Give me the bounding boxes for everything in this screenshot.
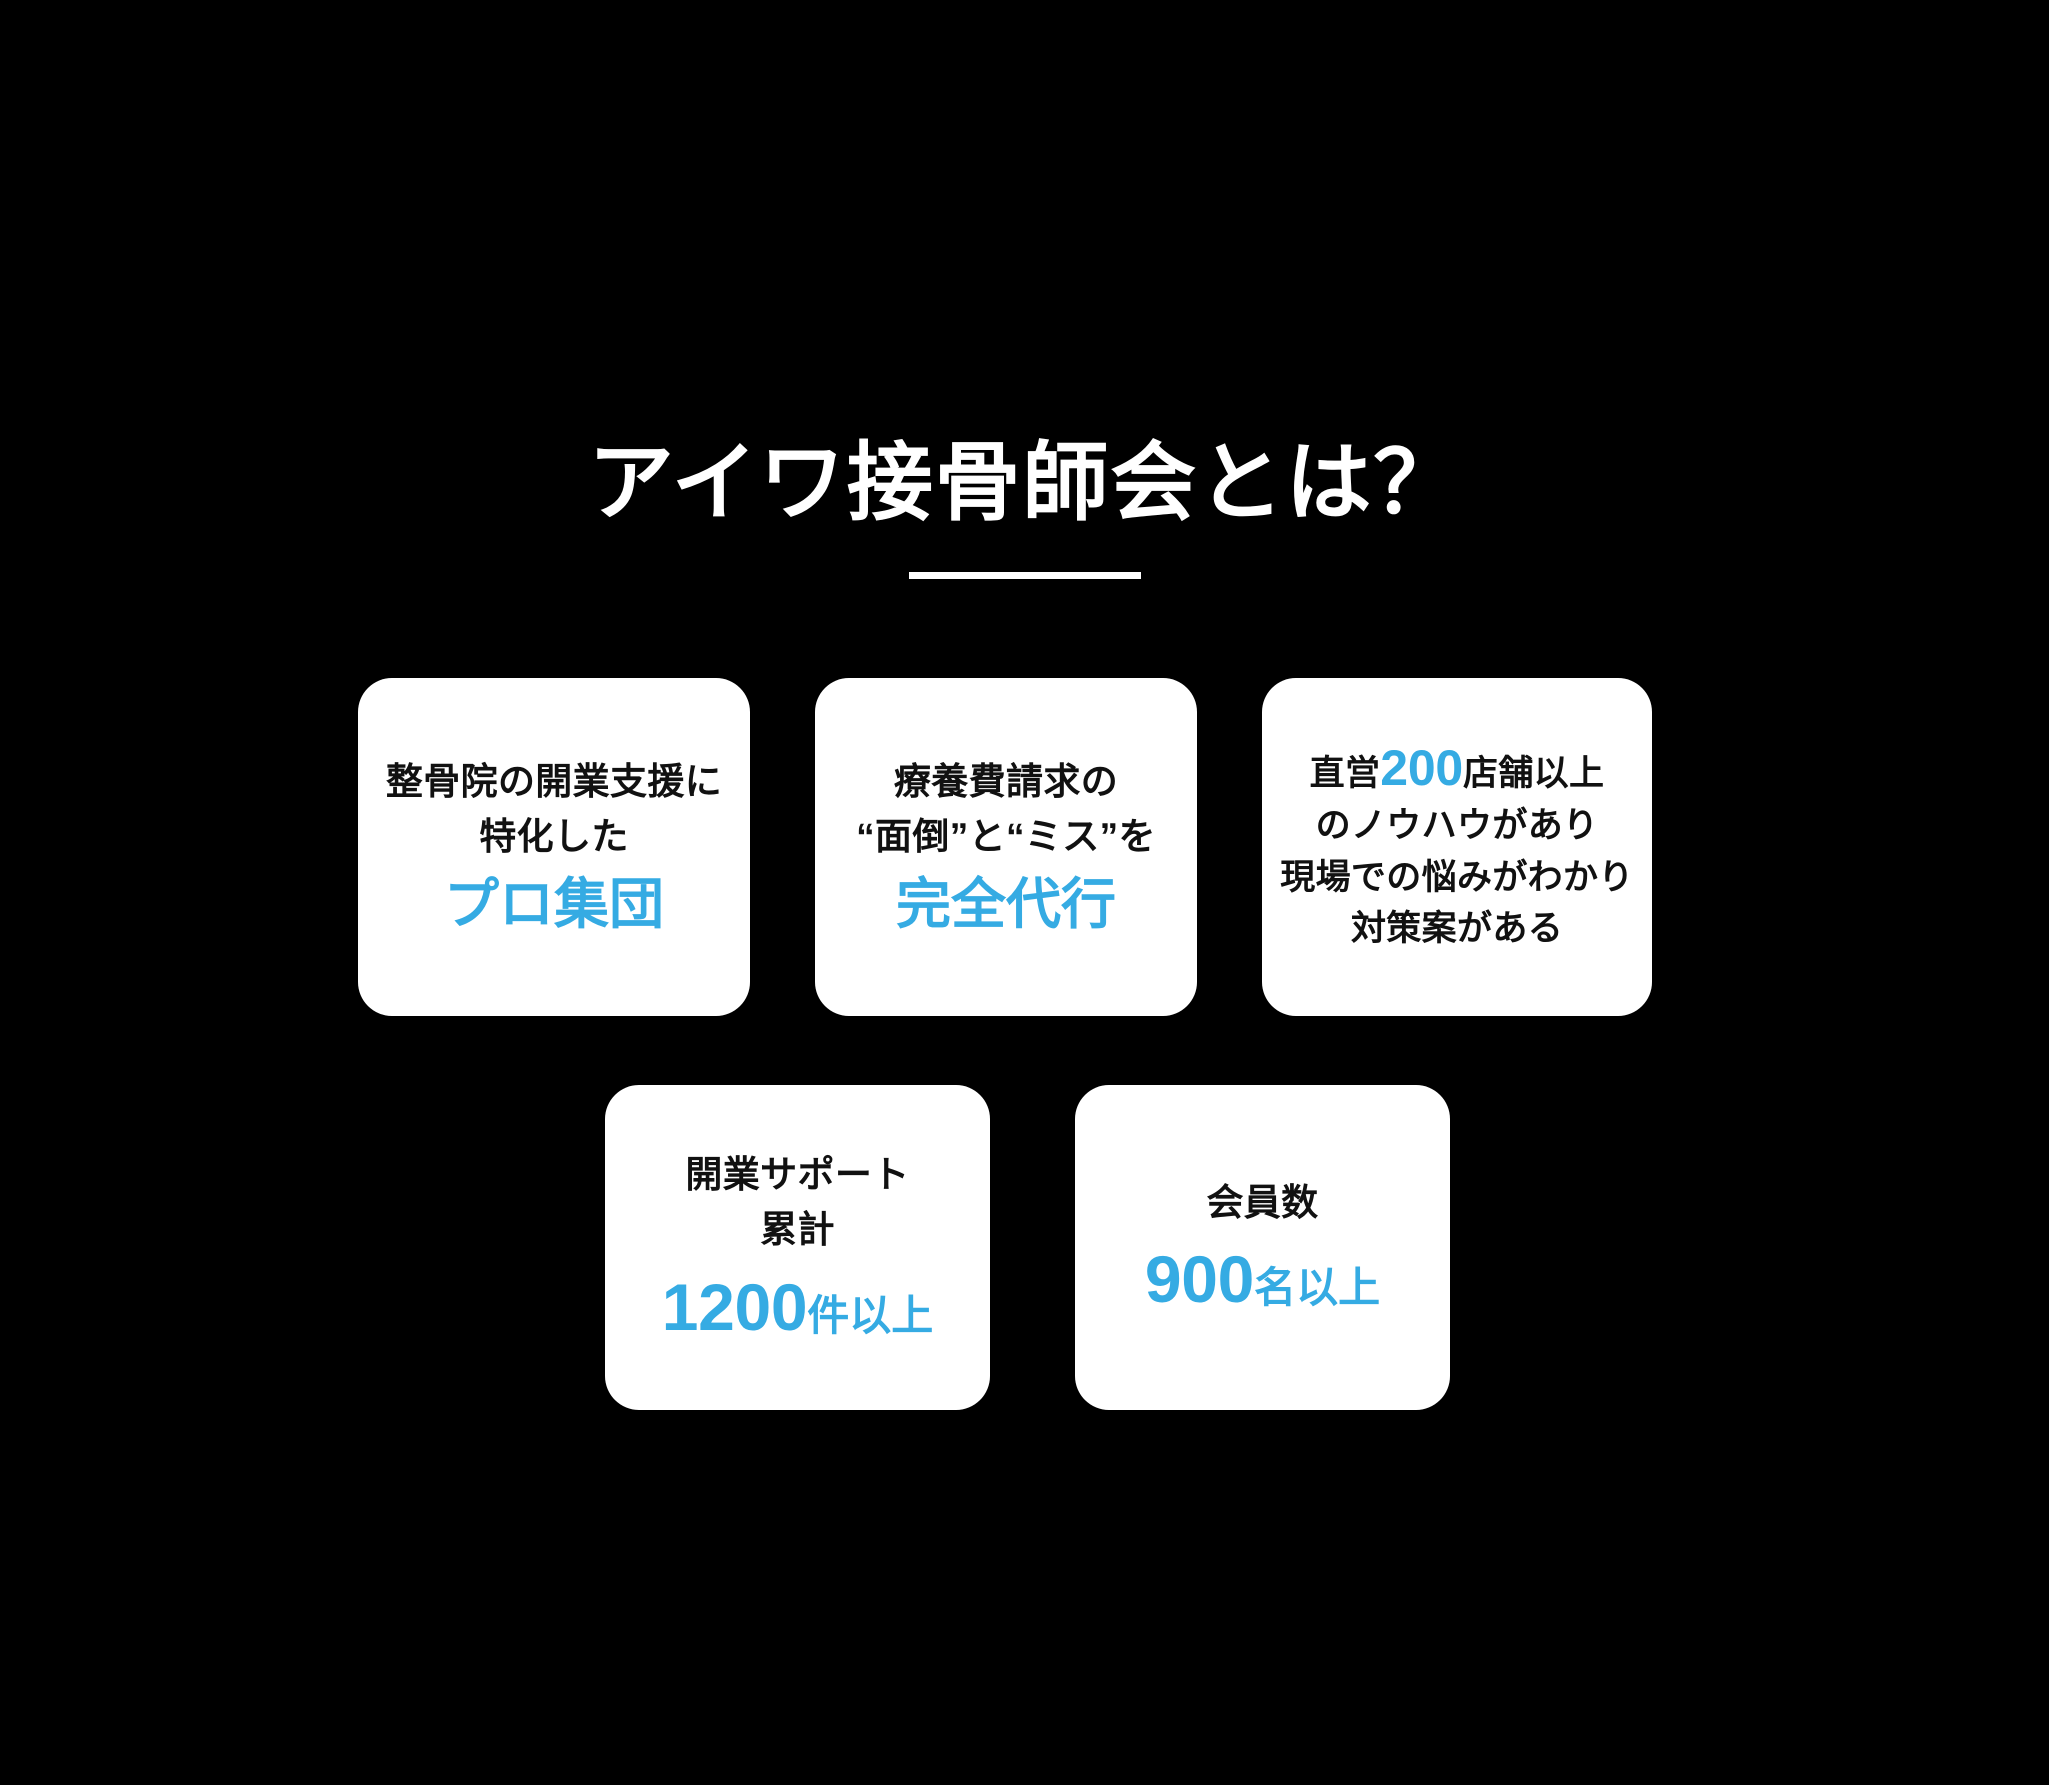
stat-number: 1200 [661,1269,808,1344]
card-line-4: 対策案がある [1350,909,1564,949]
card-line-1: 療養費請求の [893,760,1119,802]
page-title: アイワ接骨師会とは？ [588,435,1461,531]
card-line-2: 累計 [760,1208,835,1250]
feature-card-pro-team[interactable]: 整骨院の開業支援に 特化した プロ集団 [358,678,750,1016]
stat-number: 900 [1144,1242,1255,1317]
card-line-1: 整骨院の開業支援に [385,760,723,802]
card-line-1: 会員数 [1206,1181,1319,1223]
stat-unit: 件以上 [807,1291,934,1339]
card-highlight: 完全代行 [895,873,1116,936]
feature-card-row-top: 整骨院の開業支援に 特化した プロ集団 療養費請求の “面倒”と“ミス”を 完全… [358,678,1652,1016]
card-line-3: 現場での悩みがわかり [1280,857,1634,897]
feature-card-full-agency[interactable]: 療養費請求の “面倒”と“ミス”を 完全代行 [815,678,1197,1016]
stat-card-support-total[interactable]: 開業サポート 累計 1200 件以上 [605,1085,990,1410]
card-number: 200 [1380,739,1463,796]
title-divider [908,572,1141,579]
heading-block: アイワ接骨師会とは？ [0,440,2049,579]
stat-card-member-count[interactable]: 会員数 900 名以上 [1075,1085,1450,1410]
stat-value-group: 1200 件以上 [662,1268,934,1347]
stat-card-row-bottom: 開業サポート 累計 1200 件以上 会員数 900 名以上 [605,1085,1450,1410]
card-line-1: 開業サポート [685,1154,910,1196]
card-line-2: “面倒”と“ミス”を [856,815,1156,857]
card-line-2: のノウハウがあり [1315,805,1599,845]
card-line-2: 特化した [479,815,629,857]
card-highlight: プロ集団 [443,873,664,936]
card-suffix-text: 店舗以上 [1462,753,1605,793]
card-line-1: 直営 200 店舗以上 [1310,739,1605,800]
stat-value-group: 900 名以上 [1145,1240,1380,1319]
card-prefix-text: 直営 [1309,753,1381,793]
stat-unit: 名以上 [1254,1264,1381,1312]
feature-card-200-stores[interactable]: 直営 200 店舗以上 のノウハウがあり 現場での悩みがわかり 対策案がある [1262,678,1652,1016]
